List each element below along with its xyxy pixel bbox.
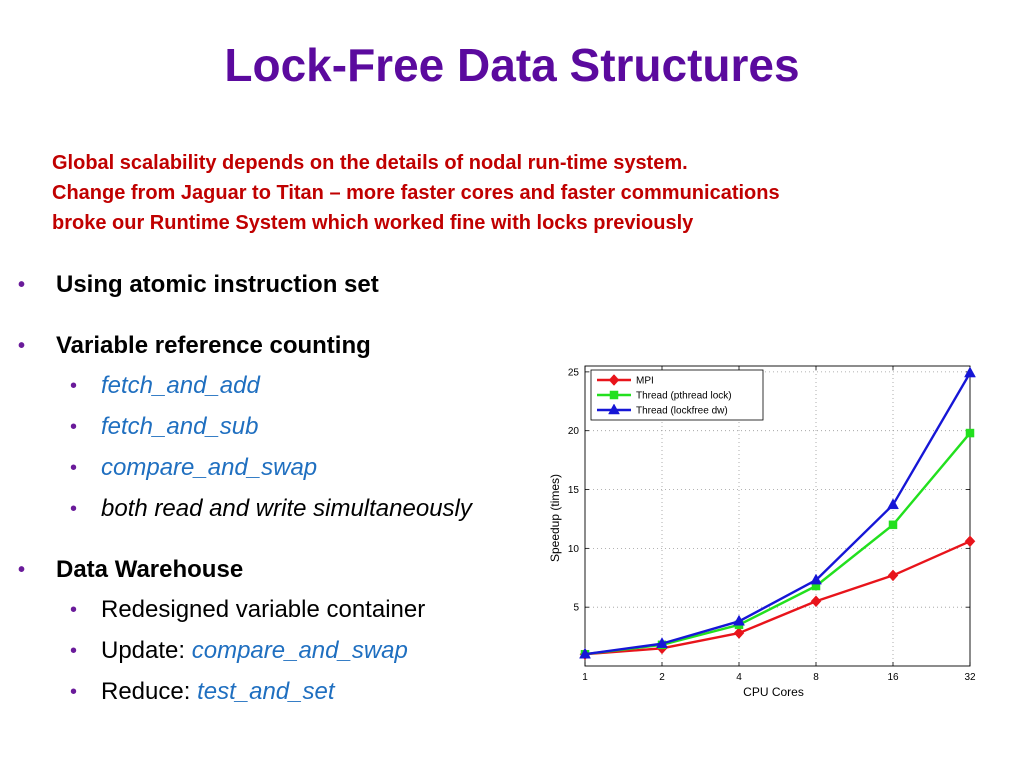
data-point	[810, 573, 822, 585]
legend-marker	[609, 390, 619, 400]
bullet-dot-icon: •	[18, 274, 26, 296]
sub-bullet-item: • Update: compare_and_swap	[18, 634, 548, 668]
bullet-dot-icon: •	[70, 498, 78, 520]
data-point	[656, 637, 668, 648]
slide-title: Lock-Free Data Structures	[224, 39, 800, 91]
subtitle-line: broke our Runtime System which worked fi…	[52, 212, 694, 234]
x-tick-label: 2	[659, 672, 665, 683]
legend-label: Thread (lockfree dw)	[636, 406, 728, 417]
x-tick-label: 16	[887, 672, 899, 683]
series-line	[584, 540, 971, 656]
sub-bullet-item: • fetch_and_add	[18, 369, 548, 403]
sub-bullet-item: • Redesigned variable container	[18, 593, 548, 627]
bullet-dot-icon: •	[70, 640, 78, 662]
legend-label: Thread (pthread lock)	[636, 391, 732, 402]
x-axis-label: CPU Cores	[743, 685, 804, 699]
sub-bullet-prefix: Reduce:	[101, 678, 198, 705]
y-tick-label: 10	[568, 544, 580, 555]
bullet-list: • Using atomic instruction set • Variabl…	[18, 268, 548, 716]
bullet-text: Data Warehouse	[56, 556, 244, 583]
bullet-item: • Data Warehouse	[18, 553, 548, 587]
subtitle-line: Global scalability depends on the detail…	[52, 152, 688, 174]
y-axis-label: Speedup (times)	[548, 474, 562, 562]
subtitle: Global scalability depends on the detail…	[52, 148, 1012, 238]
series-line	[584, 372, 972, 656]
bullet-text: Using atomic instruction set	[56, 271, 379, 298]
sub-bullet-code: fetch_and_add	[101, 372, 260, 399]
sub-bullet-code: compare_and_swap	[191, 637, 408, 664]
sub-bullet-item: • Reduce: test_and_set	[18, 675, 548, 709]
data-point	[964, 535, 976, 548]
sub-bullet-item: • both read and write simultaneously	[18, 492, 548, 526]
bullet-dot-icon: •	[70, 416, 78, 438]
bullet-dot-icon: •	[70, 599, 78, 621]
sub-bullet-code: compare_and_swap	[101, 454, 318, 481]
subtitle-line: Change from Jaguar to Titan – more faste…	[52, 182, 780, 204]
data-point	[888, 520, 898, 530]
sub-bullet-item: • compare_and_swap	[18, 451, 548, 485]
plot-frame	[584, 365, 971, 667]
data-point	[733, 627, 745, 639]
bullet-dot-icon: •	[70, 375, 78, 397]
legend-label: MPI	[636, 376, 654, 387]
x-tick-label: 4	[736, 672, 742, 683]
y-tick-label: 25	[568, 367, 580, 378]
x-tick-label: 32	[964, 672, 976, 683]
sub-bullet-item: • fetch_and_sub	[18, 410, 548, 444]
sub-bullet-text: Redesigned variable container	[101, 596, 426, 623]
data-point	[887, 569, 899, 582]
data-point	[965, 428, 975, 438]
x-tick-label: 8	[813, 672, 819, 683]
bullet-text: Variable reference counting	[56, 332, 371, 359]
legend-marker	[608, 374, 620, 386]
sub-bullet-prefix: Update:	[101, 637, 192, 664]
data-point	[810, 595, 822, 608]
data-point	[733, 614, 745, 626]
data-point	[887, 498, 899, 510]
bullet-dot-icon: •	[18, 559, 26, 581]
y-tick-label: 15	[568, 485, 580, 496]
bullet-dot-icon: •	[18, 335, 26, 357]
bullet-item: • Variable reference counting	[18, 329, 548, 363]
bullet-dot-icon: •	[70, 681, 78, 703]
data-point	[579, 647, 591, 659]
bullet-dot-icon: •	[70, 457, 78, 479]
legend-marker	[608, 403, 620, 415]
y-tick-label: 20	[568, 426, 580, 437]
x-tick-label: 1	[582, 672, 588, 683]
data-point	[964, 366, 976, 378]
sub-bullet-code: fetch_and_sub	[101, 413, 259, 440]
bullet-item: • Using atomic instruction set	[18, 268, 548, 302]
sub-bullet-code: test_and_set	[197, 678, 335, 705]
y-tick-label: 5	[573, 603, 579, 614]
sub-bullet-text: both read and write simultaneously	[101, 495, 472, 522]
